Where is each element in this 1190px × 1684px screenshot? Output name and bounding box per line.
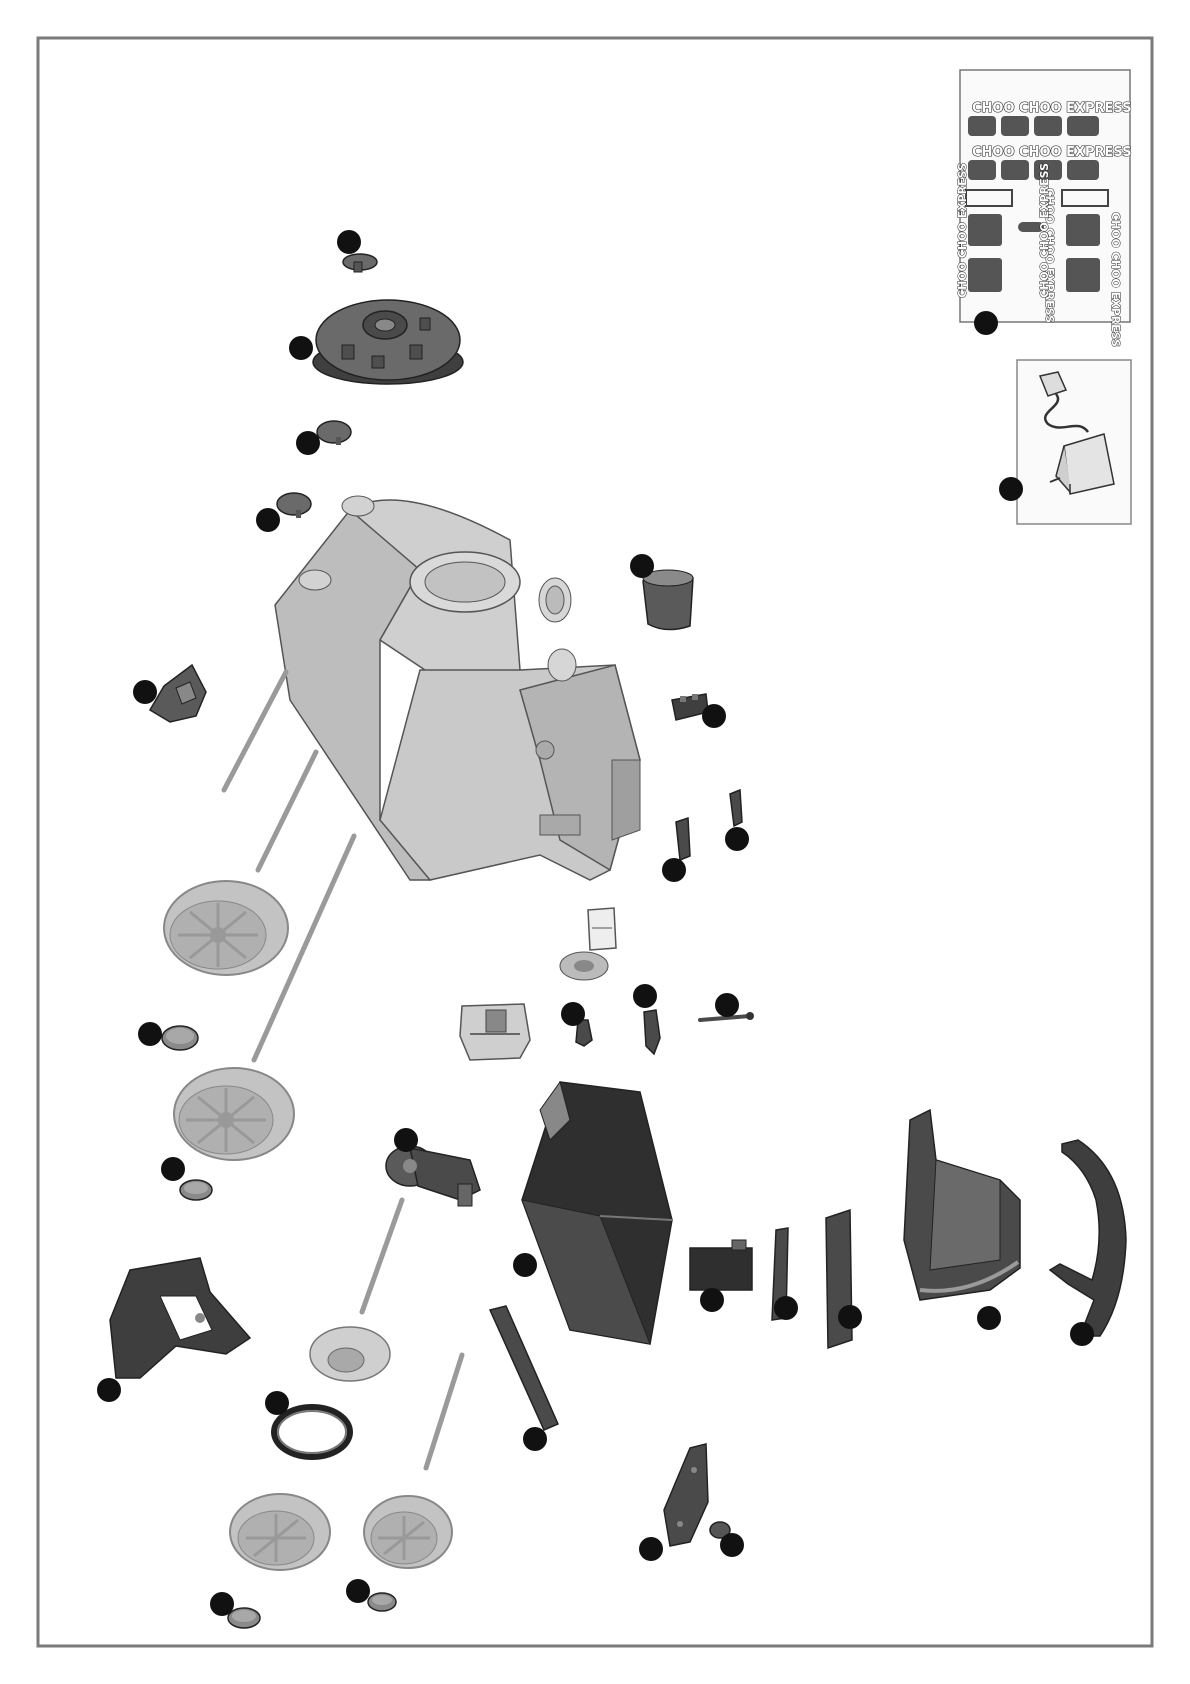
pedal-frame xyxy=(560,908,616,980)
callout-hub-cap-3 xyxy=(210,1592,234,1616)
seat-back xyxy=(1050,1140,1126,1336)
callout-clip-a xyxy=(561,1002,585,1026)
side-clip xyxy=(150,665,206,722)
callout-long-pin xyxy=(715,993,739,1017)
callout-sticker-sheet xyxy=(974,311,998,335)
callout-seat xyxy=(977,1306,1001,1330)
chimney-base xyxy=(313,300,463,384)
callout-chimney-cap xyxy=(337,230,361,254)
dome-cap-left xyxy=(277,493,311,518)
footrest-bar xyxy=(490,1306,558,1430)
charger xyxy=(1017,360,1131,524)
callout-chimney-base xyxy=(289,336,313,360)
rear-bracket xyxy=(664,1444,708,1546)
coupling-ring xyxy=(274,1407,350,1457)
axle-rod-5 xyxy=(426,1355,462,1468)
wheel-disc xyxy=(310,1327,390,1381)
sticker-label-2: CHOO CHOO EXPRESS xyxy=(972,145,1132,160)
callout-front-cowl xyxy=(97,1378,121,1402)
rear-wheel-top xyxy=(164,881,288,975)
front-cowl xyxy=(110,1258,250,1378)
callout-footrest-bar xyxy=(523,1427,547,1451)
hub-cap-1 xyxy=(162,1026,198,1050)
axle-rod-1 xyxy=(224,672,286,790)
switch-right xyxy=(730,790,742,826)
callout-nut xyxy=(720,1533,744,1557)
switch-left xyxy=(676,818,690,860)
hub-cap-4 xyxy=(368,1593,396,1611)
callout-cover-plate xyxy=(838,1305,862,1329)
sticker-label-4: CHOO CHOO EXPRESS xyxy=(1109,212,1122,347)
gear-motor xyxy=(386,1146,480,1206)
axle-rod-2 xyxy=(258,752,316,870)
callout-hub-cap-2 xyxy=(161,1157,185,1181)
callout-hub-cap-4 xyxy=(346,1579,370,1603)
rear-wheel-bottom xyxy=(174,1068,294,1160)
clip-b xyxy=(644,1010,660,1054)
sticker-label-5: CHOO CHOO EXPRESS xyxy=(1038,163,1051,298)
dome-cap-right xyxy=(317,421,351,445)
hub-cap-2 xyxy=(180,1180,212,1200)
callout-switch-right xyxy=(725,827,749,851)
hub-cap-3 xyxy=(228,1608,260,1628)
sticker-sheet: CHOO CHOO EXPRESS CHOO CHOO EXPRESS CHOO… xyxy=(956,70,1132,347)
callout-clip-b xyxy=(633,984,657,1008)
callout-battery xyxy=(700,1288,724,1312)
seat xyxy=(904,1110,1020,1300)
chimney-ring xyxy=(643,570,693,630)
callout-small-connector xyxy=(702,704,726,728)
axle-rod-4 xyxy=(362,1200,402,1312)
callout-battery-strap xyxy=(774,1296,798,1320)
motor-block xyxy=(460,1004,530,1060)
callout-coupling-ring xyxy=(265,1391,289,1415)
front-wheel-right xyxy=(364,1496,452,1568)
callout-gear-motor xyxy=(394,1128,418,1152)
callout-dome-cap-left xyxy=(256,508,280,532)
sticker-label-6: CHOO CHOO EXPRESS xyxy=(956,163,969,298)
callout-battery-compartment xyxy=(513,1253,537,1277)
callout-hub-cap-1 xyxy=(138,1022,162,1046)
chimney-cap xyxy=(343,254,377,272)
callout-side-clip xyxy=(133,680,157,704)
front-wheel-left xyxy=(230,1494,330,1570)
sticker-label-1: CHOO CHOO EXPRESS xyxy=(972,101,1132,116)
callout-chimney-ring xyxy=(630,554,654,578)
callout-charger xyxy=(999,477,1023,501)
callout-switch-left xyxy=(662,858,686,882)
battery-compartment xyxy=(522,1082,672,1344)
main-body xyxy=(275,496,640,880)
battery xyxy=(690,1240,752,1290)
callout-seat-back xyxy=(1070,1322,1094,1346)
callout-dome-cap-right xyxy=(296,431,320,455)
callout-rear-bracket xyxy=(639,1537,663,1561)
